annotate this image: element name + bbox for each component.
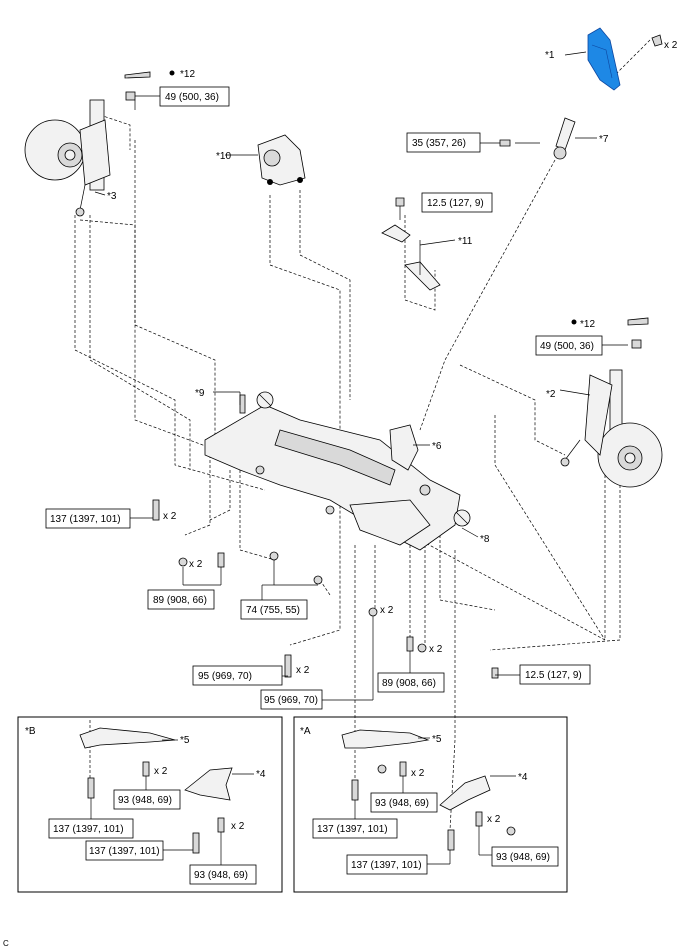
- engine-mount-part-10: [257, 134, 306, 186]
- torque-35: 35 (357, 26): [412, 138, 466, 149]
- torque-box-49-top: [159, 86, 230, 107]
- subpanel-b-label: *B: [25, 726, 36, 737]
- nut-49-right: [631, 339, 642, 349]
- bolt-12-5-bottom: [491, 667, 499, 679]
- torque-b-137-a: 137 (1397, 101): [53, 824, 124, 835]
- torque-box-95-lower: [260, 689, 323, 710]
- corner-code: C: [3, 939, 9, 948]
- multiplier-95-nut: x 2: [380, 605, 394, 616]
- torque-95-lower: 95 (969, 70): [264, 695, 318, 706]
- callout-1: *1: [545, 50, 555, 61]
- bolt-137-main: [152, 499, 160, 521]
- bracket-part-11: [381, 197, 441, 291]
- torque-89-right: 89 (908, 66): [382, 678, 436, 689]
- callout-8: *8: [480, 534, 490, 545]
- torque-b-137-b: 137 (1397, 101): [89, 846, 160, 857]
- multiplier-b-93-b: x 2: [231, 821, 245, 832]
- torque-74: 74 (755, 55): [246, 605, 300, 616]
- torque-box-49-right: [535, 335, 603, 356]
- callout-3: *3: [107, 191, 117, 202]
- callout-10: *10: [216, 151, 231, 162]
- torque-box-35: [406, 132, 481, 153]
- nuts-89-left: [178, 552, 225, 568]
- subpanel-a-label: *A: [300, 726, 311, 737]
- callout-9: *9: [195, 388, 205, 399]
- multiplier-a-93-b: x 2: [487, 814, 501, 825]
- subpanel-b: [17, 716, 283, 893]
- torque-box-89-left: [147, 589, 215, 610]
- multiplier-clip: x 2: [664, 40, 678, 51]
- torque-box-95-upper: [192, 665, 283, 686]
- torque-a-93-b: 93 (948, 69): [496, 852, 550, 863]
- torque-b-93-a: 93 (948, 69): [118, 795, 172, 806]
- right-steering-knuckle: [560, 369, 663, 488]
- front-suspension-crossmember: [204, 404, 461, 551]
- clip-icon: [651, 34, 663, 47]
- callout-11: *11: [458, 236, 473, 247]
- callout-7: *7: [599, 134, 609, 145]
- torque-12-5-top: 12.5 (127, 9): [427, 198, 484, 209]
- callout-12-top: *12: [180, 69, 195, 80]
- callout-5-a: *5: [432, 734, 442, 745]
- torque-89-left: 89 (908, 66): [153, 595, 207, 606]
- torque-box-a-93-b: [491, 846, 559, 867]
- torque-box-a-93-a: [370, 792, 438, 813]
- torque-95-upper: 95 (969, 70): [198, 671, 252, 682]
- dashed-reference-lines: [74, 39, 651, 831]
- torque-a-137-b: 137 (1397, 101): [351, 860, 422, 871]
- torque-box-a-137-b: [346, 854, 428, 875]
- left-steering-knuckle: [24, 99, 111, 217]
- callout-6: *6: [432, 441, 442, 452]
- callout-4-a: *4: [518, 772, 528, 783]
- torque-12-5-bottom: 12.5 (127, 9): [525, 670, 582, 681]
- subpanel-a: [293, 716, 568, 893]
- torque-49-right: 49 (500, 36): [540, 341, 594, 352]
- torque-49-top: 49 (500, 36): [165, 92, 219, 103]
- torque-box-74: [240, 599, 308, 620]
- multiplier-137: x 2: [163, 511, 177, 522]
- torque-box-b-137-a: [48, 818, 134, 839]
- cover-part-1: [587, 27, 621, 91]
- callout-12-right: *12: [580, 319, 595, 330]
- torque-box-b-93-a: [113, 789, 181, 810]
- stud-bolt-12-top: [124, 70, 175, 79]
- torque-a-137-a: 137 (1397, 101): [317, 824, 388, 835]
- intermediate-shaft-part-7: [499, 117, 576, 160]
- multiplier-89-right: x 2: [429, 644, 443, 655]
- callout-4-b: *4: [256, 769, 266, 780]
- bolt-part-8: [453, 509, 471, 527]
- callout-2: *2: [546, 389, 556, 400]
- torque-137-main: 137 (1397, 101): [50, 514, 121, 525]
- multiplier-89-left: x 2: [189, 559, 203, 570]
- torque-box-12-5-top: [421, 192, 493, 213]
- torque-box-12-5-bottom: [519, 664, 591, 685]
- bolt-95: [284, 607, 378, 678]
- multiplier-a-93-a: x 2: [411, 768, 425, 779]
- multiplier-b-93-a: x 2: [154, 766, 168, 777]
- torque-box-b-93-b: [189, 864, 257, 885]
- nut-49-top: [125, 91, 160, 101]
- torque-a-93-a: 93 (948, 69): [375, 798, 429, 809]
- torque-box-a-137-a: [312, 818, 398, 839]
- callout-5-b: *5: [180, 735, 190, 746]
- torque-box-89-right: [377, 672, 445, 693]
- stud-bolt-12-right: [571, 317, 649, 326]
- torque-box-137-main: [45, 508, 131, 529]
- torque-b-93-b: 93 (948, 69): [194, 870, 248, 881]
- multiplier-95-bolt: x 2: [296, 665, 310, 676]
- torque-box-b-137-b: [85, 840, 164, 861]
- nuts-74: [269, 551, 323, 585]
- nuts-89-right: [406, 636, 427, 653]
